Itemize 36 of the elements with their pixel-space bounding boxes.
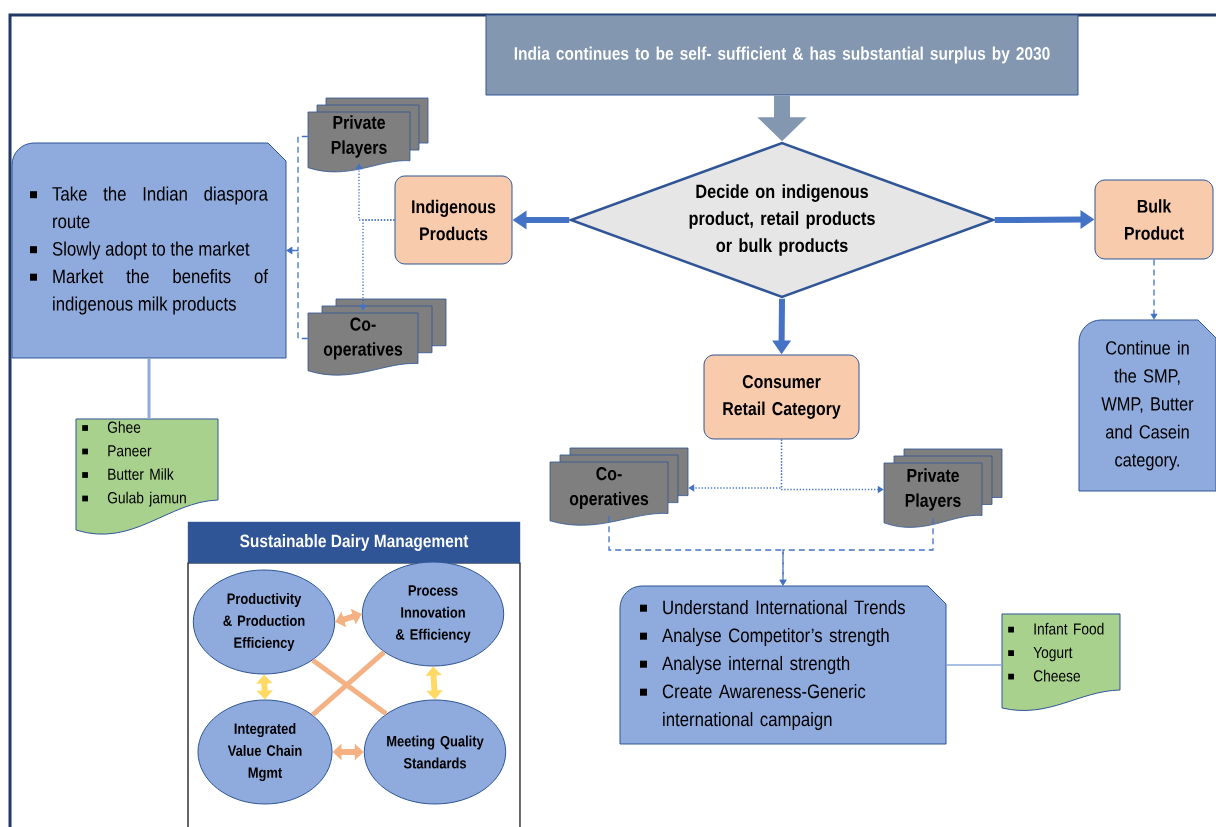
document-stack: Private Players: [307, 97, 429, 173]
bullet-item: Cheese: [1008, 669, 1080, 682]
bullet-item: Understand International Trends: [640, 599, 905, 615]
bullet-item: Butter Milk: [82, 468, 174, 480]
crossing-band: [311, 658, 388, 716]
bullet-item: Create Awareness-Generic international campaign: [640, 683, 866, 731]
process-box: Consumer Retail Category: [703, 354, 860, 440]
bullet-item: Slowly adopt to the market: [30, 241, 250, 260]
bullet-item: Take the Indian diaspora route: [30, 186, 268, 229]
document-stack: Co-operatives: [549, 447, 689, 526]
bullet-item: Paneer: [82, 445, 152, 457]
arrow: [779, 517, 934, 586]
document-stack: Co-operatives: [307, 298, 447, 376]
note-box: Continue in the SMP, WMP, Butter and Casein category.: [1078, 319, 1216, 492]
note-box: [619, 585, 947, 745]
arrow: [1150, 258, 1158, 320]
bullet-item: Gulab jamun: [82, 491, 186, 507]
bullet-item: Analyse Competitor’s strength: [640, 627, 889, 647]
arrow: [359, 219, 396, 311]
bullet-item: Infant Food: [1008, 622, 1104, 635]
arrow: [335, 608, 362, 628]
banner-box: India continues to be self- sufficient & has substantial surplus by 2030: [485, 14, 1079, 96]
process-box: Bulk Product: [1094, 179, 1214, 260]
connector-line: [945, 664, 1003, 666]
bullet-item: Yogurt: [1008, 646, 1073, 662]
bullet-item: Ghee: [82, 421, 141, 433]
note-card: [1001, 613, 1121, 711]
bullet-item: Market the benefits of indigenous milk products: [30, 268, 268, 315]
bullet-item: Analyse internal strength: [640, 655, 850, 675]
note-box: [11, 142, 287, 359]
connector-line: [147, 358, 151, 419]
crossing-band: [310, 650, 386, 717]
process-box: Indigenous Products: [394, 175, 513, 265]
node-label: Sustainable Dairy Management: [240, 534, 469, 551]
document-stack: Private Players: [883, 448, 1003, 528]
note-card: [75, 418, 219, 535]
